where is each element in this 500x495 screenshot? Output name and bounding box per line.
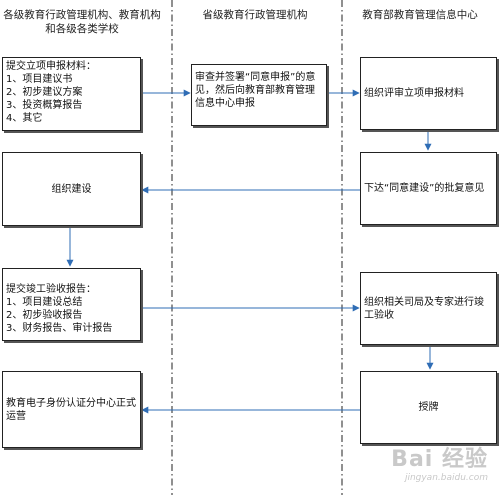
box-submit-acceptance: 提交竣工验收报告： 1、项目建设总结 2、初步验收报告 3、财务报告、审计报告 — [2, 268, 141, 341]
box-organize-acceptance: 组织相关司局及专家进行竣工验收 — [360, 272, 497, 345]
column-header-provincial: 省级教育行政管理机构 — [202, 9, 308, 21]
watermark: Bai 经验 jingyan.baidu.com — [391, 441, 488, 483]
column-header-ministry-center: 教育部教育管理信息中心 — [362, 9, 478, 21]
box-organize-build: 组织建设 — [2, 152, 141, 226]
box-award-plaque: 授牌 — [360, 371, 497, 444]
watermark-logo: Bai 经验 — [391, 447, 488, 472]
box-approve-reply: 下达“同意建设”的批复意见 — [360, 152, 497, 225]
box-provincial-review: 审查并签署“同意申报”的意见，然后向教育部教育管理信息中心申报 — [191, 64, 327, 126]
box-submit-application: 提交立项申报材料： 1、项目建议书 2、初步建议方案 3、投资概算报告 4、其它 — [2, 57, 141, 131]
watermark-url: jingyan.baidu.com — [404, 473, 488, 483]
box-organize-review: 组织评审立项申报材料 — [360, 57, 497, 130]
box-formal-operation: 教育电子身份认证分中心正式运营 — [2, 371, 141, 448]
column-header-schools: 各级教育行政管理机构、教育机构和各级各类学校 — [3, 9, 161, 35]
